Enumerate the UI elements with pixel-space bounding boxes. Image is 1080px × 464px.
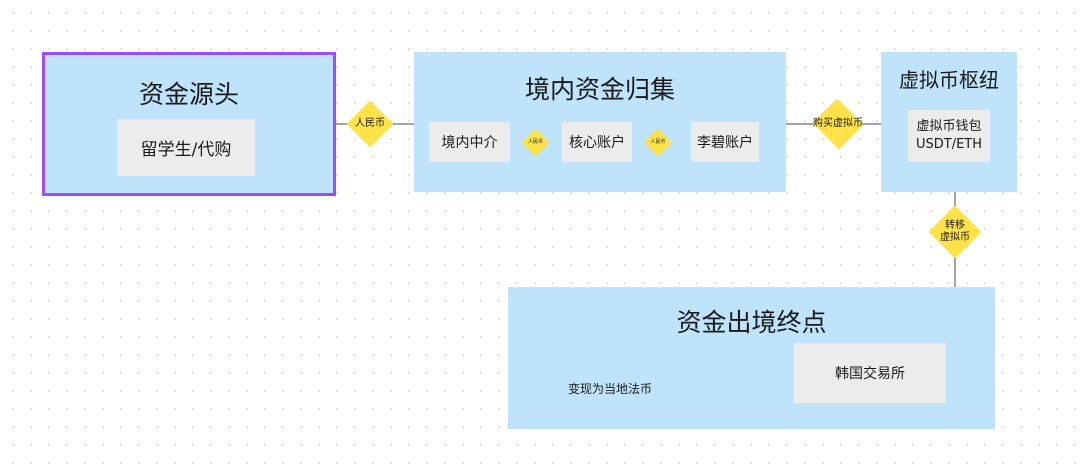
edge-label-transfer-line2: 虚拟币 <box>940 232 970 243</box>
crypto-wallet-label: 虚拟币钱包 <box>916 119 982 135</box>
edge-label-rmb-1: 人民币 <box>347 101 393 147</box>
domestic-item-agent[interactable]: 境内中介 <box>429 122 510 162</box>
domestic-title: 境内资金归集 <box>524 75 675 104</box>
crypto-title: 虚拟币枢纽 <box>899 68 999 92</box>
source-group[interactable]: 资金源头 留学生/代购 <box>42 52 336 196</box>
edge-label-rmb-3: 人民币 <box>644 129 672 156</box>
edge-label-buy-crypto: 购买虚拟币 <box>812 100 864 148</box>
crypto-group[interactable]: 虚拟币枢纽 虚拟币钱包 USDT/ETH <box>881 52 1017 192</box>
edge-label-transfer-line1: 转移 <box>945 219 965 231</box>
domestic-item-li-account[interactable]: 李碧账户 <box>691 122 759 162</box>
domestic-group[interactable]: 境内资金归集 境内中介 核心账户 李碧账户 <box>414 52 786 192</box>
edge-label-rmb-2: 人民币 <box>522 129 549 156</box>
source-title: 资金源头 <box>138 80 239 109</box>
crypto-wallet-currency: USDT/ETH <box>915 137 983 152</box>
edge-label-rmb-2-text: 人民币 <box>527 139 543 146</box>
edge-label-rmb-1-text: 人民币 <box>355 117 385 129</box>
edge-label-rmb-3-text: 人民币 <box>650 139 666 146</box>
exit-item-korea-exchange[interactable]: 韩国交易所 <box>794 343 946 403</box>
exit-title: 资金出境终点 <box>676 308 827 337</box>
exit-group[interactable]: 资金出境终点 韩国交易所 <box>508 287 995 429</box>
source-item[interactable]: 留学生/代购 <box>117 119 255 176</box>
exit-loop-label: 变现为当地法币 <box>568 382 653 396</box>
edge-label-transfer-crypto: 转移 虚拟币 <box>929 206 981 258</box>
crypto-wallet-item[interactable]: 虚拟币钱包 USDT/ETH <box>908 110 990 162</box>
edge-label-buy-crypto-text: 购买虚拟币 <box>813 117 863 129</box>
domestic-item-core-account[interactable]: 核心账户 <box>562 122 632 162</box>
